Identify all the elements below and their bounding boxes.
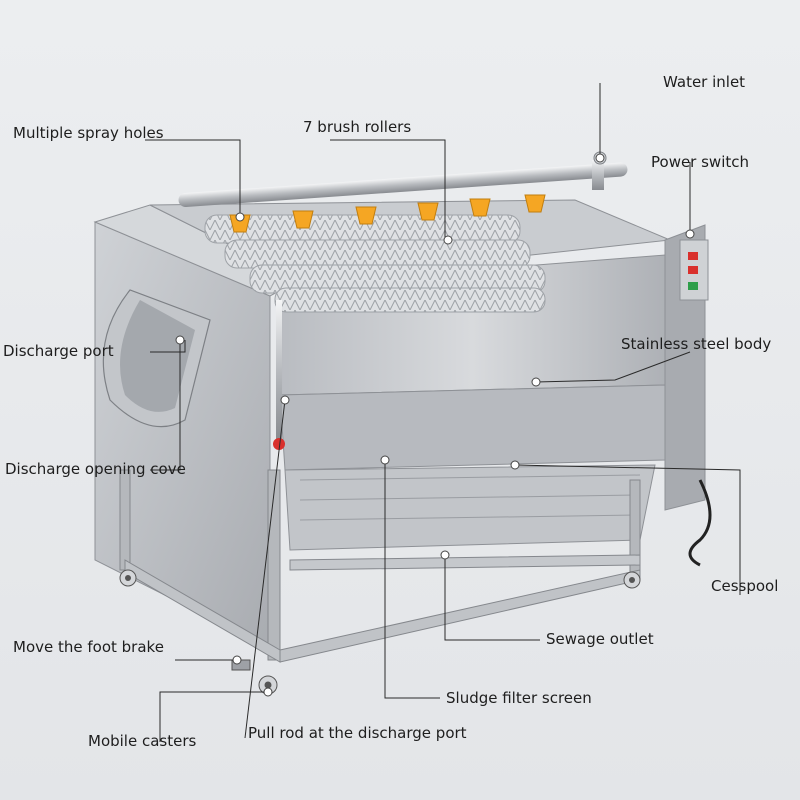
power-cable: [688, 479, 712, 567]
filter-screen-drawer: [284, 464, 656, 551]
label-stainless-steel-body: Stainless steel body: [621, 335, 772, 353]
label-discharge-opening-cove: Discharge opening cove: [5, 460, 186, 478]
label-pull-rod: Pull rod at the discharge port: [248, 724, 467, 742]
label-cesspool: Cesspool: [711, 577, 779, 595]
label-discharge-port: Discharge port: [3, 342, 114, 360]
label-brush-rollers: 7 brush rollers: [303, 118, 412, 136]
callout-dots: [175, 153, 695, 697]
base-frame: [119, 469, 641, 663]
label-sewage-outlet: Sewage outlet: [546, 630, 654, 648]
control-box: [679, 239, 709, 301]
leader-lines: [145, 83, 741, 742]
caster-wheels: [119, 569, 641, 695]
spray-pipe: [178, 151, 628, 207]
label-move-foot-brake: Move the foot brake: [13, 638, 164, 656]
label-power-switch: Power switch: [651, 153, 750, 171]
discharge-chute: [102, 289, 211, 428]
pull-rod: [273, 300, 285, 450]
label-sludge-filter-screen: Sludge filter screen: [446, 689, 592, 707]
brush-roller-bank: [204, 214, 546, 313]
label-mobile-casters: Mobile casters: [88, 732, 197, 750]
label-multiple-spray-holes: Multiple spray holes: [13, 124, 164, 142]
label-water-inlet: Water inlet: [663, 73, 746, 91]
